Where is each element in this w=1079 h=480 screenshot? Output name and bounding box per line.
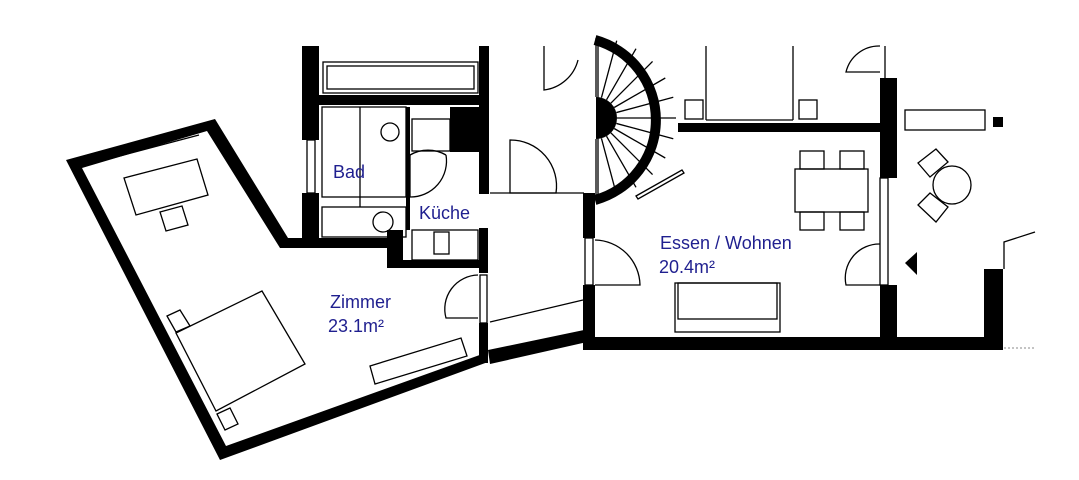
- zimmer-walls: [66, 119, 596, 460]
- room-label-zimmer: Zimmer: [330, 292, 391, 312]
- stair-tread: [616, 96, 674, 114]
- stair-tread: [600, 138, 618, 196]
- stair-tread: [605, 48, 637, 101]
- stair-tread: [610, 132, 654, 176]
- sofa: [674, 282, 781, 333]
- stair-tread: [600, 40, 618, 98]
- zimmer-furniture: [123, 158, 488, 431]
- room-area-essen-wohnen: 20.4m²: [659, 257, 715, 277]
- stair-tread: [605, 135, 637, 188]
- dining-table: [794, 150, 869, 231]
- stair-tread: [610, 60, 654, 104]
- room-label-essen-wohnen: Essen / Wohnen: [660, 233, 792, 253]
- room-label-bad: Bad: [333, 162, 365, 182]
- stair-tread: [616, 122, 674, 140]
- room-label-kueche: Küche: [419, 203, 470, 223]
- stair-tread: [613, 77, 666, 109]
- essen-wohnen-walls: [583, 45, 1003, 350]
- room-area-zimmer: 23.1m²: [328, 316, 384, 336]
- bad-fixtures: [306, 61, 479, 261]
- bad-kueche-walls: [302, 46, 489, 363]
- terrace: [904, 109, 1036, 350]
- entrance-arrow-icon: [905, 252, 917, 275]
- zimmer-window: [99, 126, 200, 162]
- spiral-staircase: [583, 35, 685, 345]
- hall: [489, 46, 584, 323]
- stair-tread: [613, 127, 666, 159]
